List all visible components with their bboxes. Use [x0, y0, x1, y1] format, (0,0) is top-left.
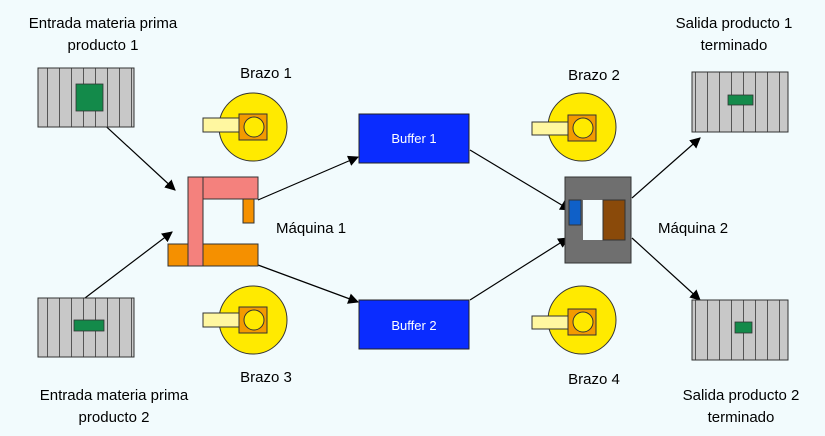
output-1-label-line2: terminado [701, 37, 768, 54]
arm-1-label: Brazo 1 [240, 65, 292, 82]
robot-arm-1 [202, 92, 288, 162]
input-1-label-line2: producto 1 [68, 37, 139, 54]
robot-arm-3 [202, 285, 288, 355]
arm-2-label: Brazo 2 [568, 67, 620, 84]
buffer-1: Buffer 1 [358, 113, 470, 164]
output-conveyor-1 [691, 71, 789, 133]
arm-3-label: Brazo 3 [240, 369, 292, 386]
text-labels: Entrada materia prima producto 1 Entrada… [29, 15, 800, 426]
buffer-1-label: Buffer 1 [391, 131, 436, 146]
input-2-label-line2: producto 2 [79, 409, 150, 426]
product-block-out1 [727, 94, 754, 106]
machine-2-label: Máquina 2 [658, 220, 728, 237]
buffer-2-label: Buffer 2 [391, 318, 436, 333]
output-conveyor-2 [691, 299, 789, 361]
product-block-out2 [734, 321, 753, 334]
product-block-1 [75, 83, 104, 112]
arrow-machine1-to-buffer1 [257, 155, 359, 201]
output-2-label-line1: Salida producto 2 [683, 387, 800, 404]
arrow-machine1-to-buffer2 [257, 264, 360, 304]
arm-4-label: Brazo 4 [568, 371, 620, 388]
machine-2 [564, 176, 632, 264]
arrow-machine2-to-output2 [631, 237, 701, 301]
buffer-2: Buffer 2 [358, 299, 470, 350]
arrow-buffer1-to-machine2 [469, 149, 571, 211]
machine-1 [167, 176, 259, 267]
robot-arm-4 [531, 285, 617, 355]
input-1-label-line1: Entrada materia prima [29, 15, 178, 32]
arrow-input2-to-machine1 [84, 231, 173, 299]
input-2-label-line1: Entrada materia prima [40, 387, 189, 404]
product-block-2 [73, 319, 105, 332]
output-2-label-line2: terminado [708, 409, 775, 426]
output-1-label-line1: Salida producto 1 [676, 15, 793, 32]
arrow-machine2-to-output1 [631, 137, 701, 199]
input-conveyor-1 [37, 67, 135, 128]
flow-arrows [84, 106, 701, 304]
robot-arm-2 [531, 92, 617, 162]
arrow-buffer2-to-machine2 [469, 237, 569, 301]
machine-1-label: Máquina 1 [276, 220, 346, 237]
input-conveyor-2 [37, 297, 135, 358]
